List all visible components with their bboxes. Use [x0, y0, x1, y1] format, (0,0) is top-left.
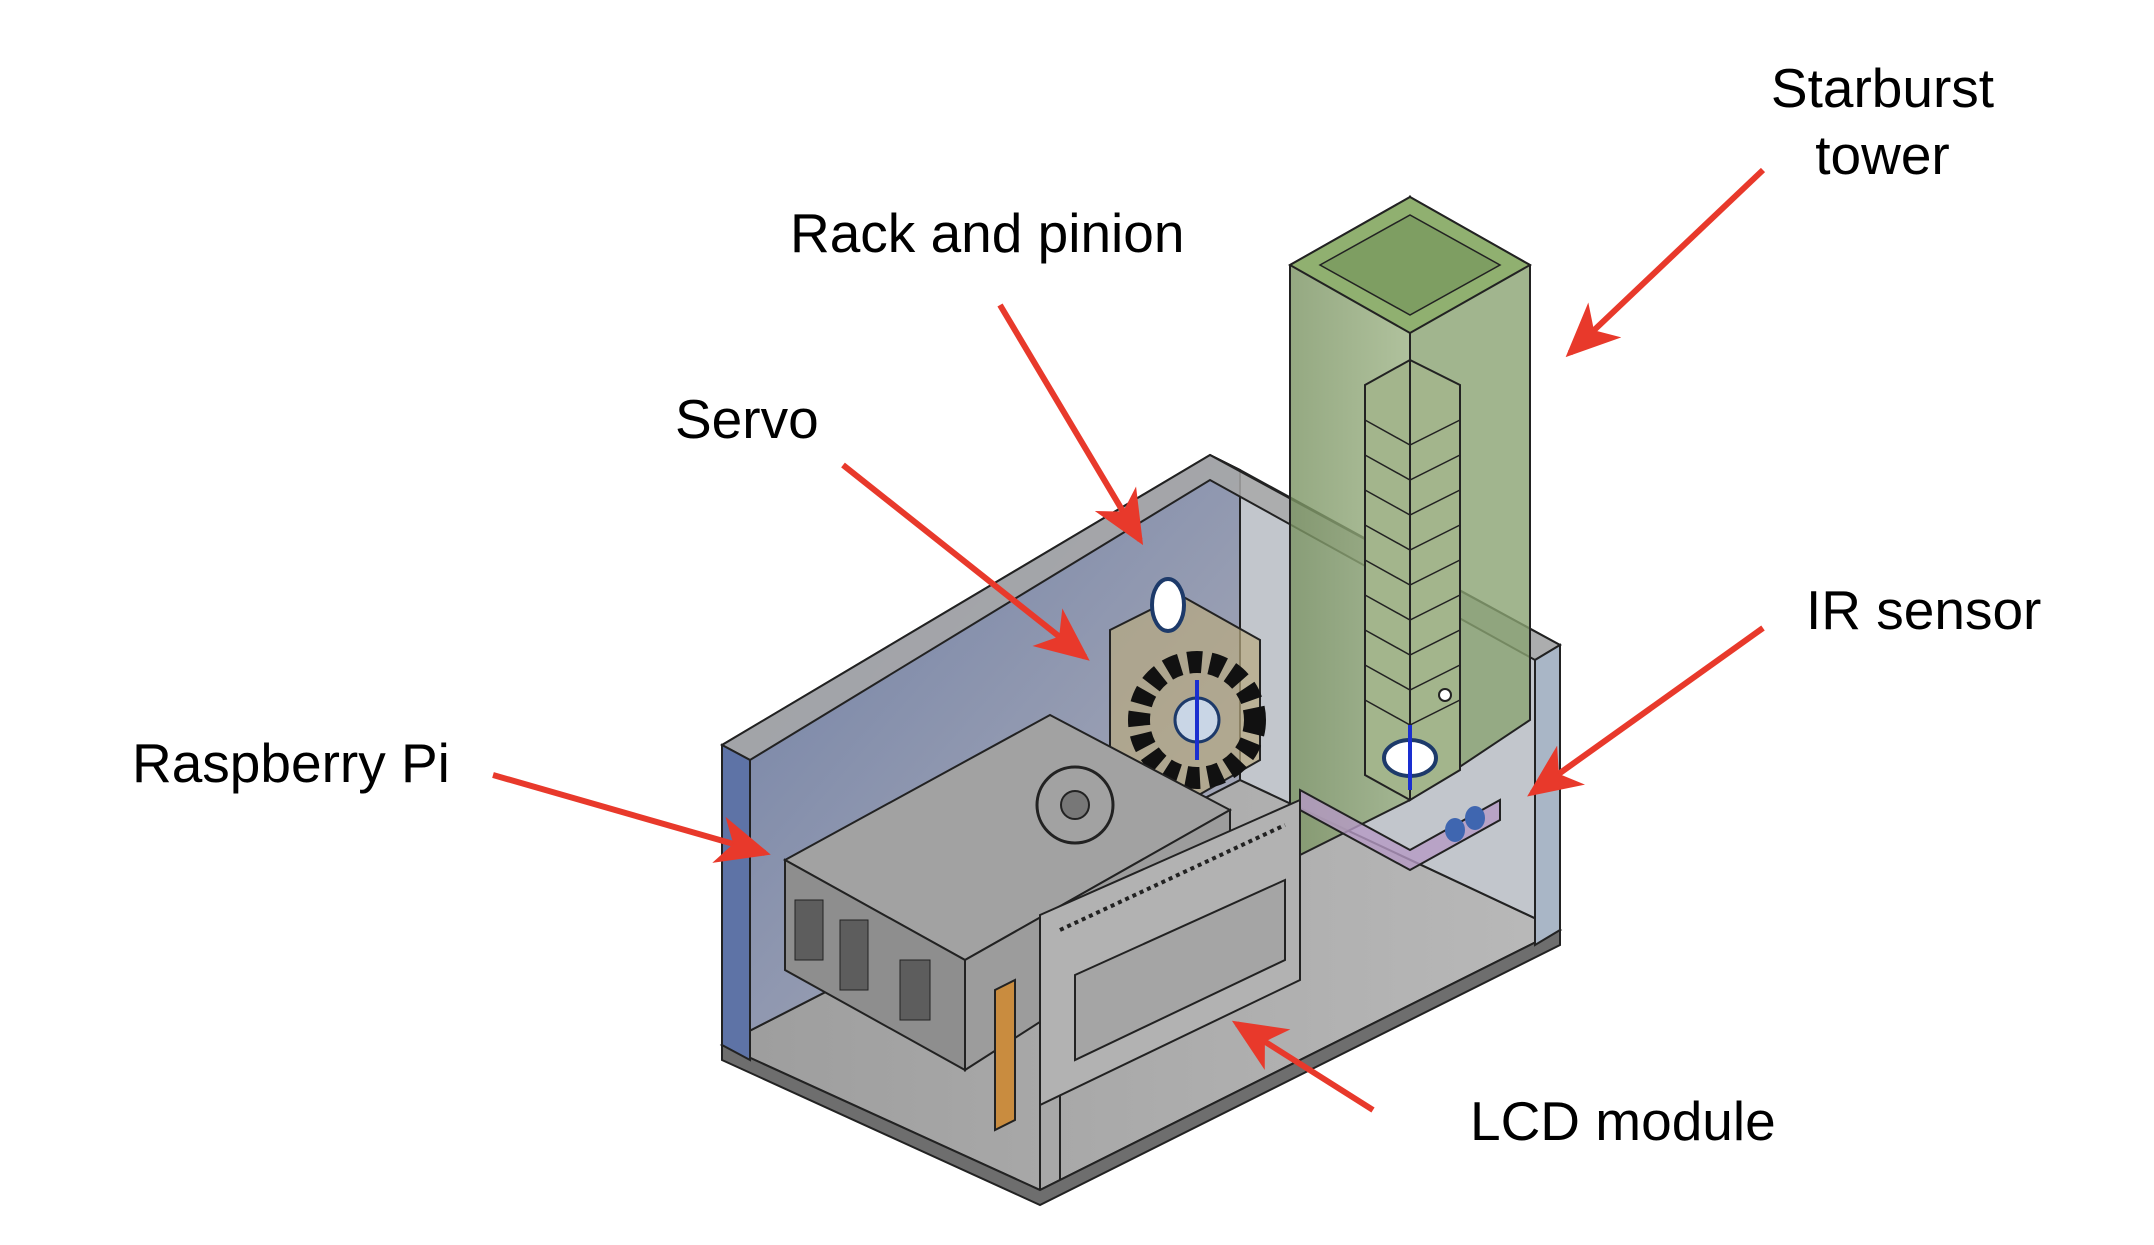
label-starburst-tower-line2: tower — [1815, 124, 1950, 186]
arrow-servo — [841, 462, 1090, 661]
starburst-tower — [1287, 195, 1533, 862]
arrow-ir-sensor — [1527, 625, 1765, 797]
enclosure-left-post — [721, 743, 751, 1062]
fan-icon — [1035, 765, 1115, 845]
usb-port-icon — [839, 919, 869, 991]
tower-screw-icon — [1438, 688, 1452, 702]
arrow-raspberry-pi — [492, 772, 771, 863]
arrow-starburst-tower — [1565, 167, 1766, 358]
tower-top-inner — [1318, 214, 1502, 316]
ir-sensor — [1299, 788, 1501, 872]
ethernet-port-icon — [899, 959, 931, 1021]
enclosure-right-post — [1534, 643, 1561, 947]
pinion-gear-icon — [1128, 651, 1266, 789]
ir-receiver-icon — [1465, 806, 1485, 830]
rack-joint-icon — [1150, 577, 1186, 633]
arrow-lcd-module — [1231, 1020, 1375, 1113]
label-servo: Servo — [675, 388, 819, 450]
servo-assembly — [1109, 577, 1438, 802]
label-lcd-module: LCD module — [1470, 1090, 1776, 1152]
arrow-rack-and-pinion — [997, 303, 1144, 546]
annotation-arrows — [492, 167, 1766, 1113]
starburst-stack — [1364, 358, 1461, 802]
lcd-screen — [1074, 878, 1286, 1062]
lcd-module — [994, 798, 1301, 1132]
label-starburst-tower-line1: Starburst — [1770, 57, 1995, 119]
usb-port-icon — [794, 899, 824, 961]
label-ir-sensor: IR sensor — [1806, 579, 2042, 641]
lcd-spacer — [994, 978, 1016, 1132]
fan-hub-icon — [1060, 790, 1090, 820]
label-raspberry-pi: Raspberry Pi — [132, 732, 450, 794]
lcd-header-pins — [1059, 823, 1286, 932]
label-rack-and-pinion: Rack and pinion — [790, 202, 1185, 264]
ir-emitter-icon — [1445, 818, 1465, 842]
